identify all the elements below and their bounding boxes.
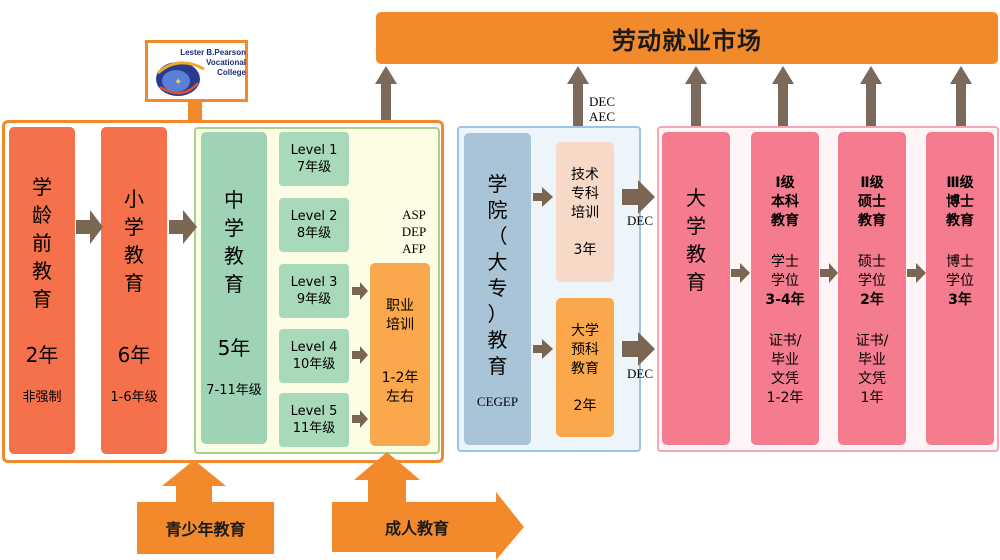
arrow-preschool-primary [76, 210, 103, 244]
doctor-title: Ⅲ级博士教育 [946, 175, 974, 229]
university-title: 大学教育 [686, 186, 706, 294]
arrow-college-technical [533, 187, 553, 207]
level-4-box: Level 4 10年级 [279, 329, 349, 383]
arrow-college-preuni [533, 339, 553, 359]
preschool-title: 学龄前教育 [32, 175, 52, 311]
primary-grades: 1-6年级 [110, 390, 158, 405]
level-2-label: Level 2 [290, 209, 338, 224]
arrow-up-technical [567, 66, 589, 140]
logo-line-1: Lester B.Pearson [180, 48, 246, 57]
youth-label-bg [137, 502, 274, 554]
preschool-years: 2年 [25, 343, 59, 367]
dec-label-technical: DEC [627, 213, 653, 228]
university-box: 大学教育 [662, 132, 730, 445]
level-2-box: Level 2 8年级 [279, 198, 349, 252]
secondary-years: 5年 [217, 336, 251, 360]
adult-right-arrow [332, 492, 524, 560]
arrow-up-bachelor [772, 66, 794, 128]
primary-box: 小学教育 6年 1-6年级 [101, 127, 167, 454]
arrow-bachelor-master [820, 263, 838, 283]
adult-up-arrow [354, 452, 420, 502]
preschool-box: 学龄前教育 2年 非强制 [9, 127, 75, 454]
college-title: 学院（大专）教育 [487, 172, 508, 378]
preschool-note: 非强制 [22, 390, 62, 405]
level-1-label: Level 1 [290, 143, 338, 158]
preuni-title: 大学预科教育 [571, 323, 599, 377]
level-5-grade: 11年级 [292, 421, 336, 436]
master-title: Ⅱ级硕士教育 [858, 175, 886, 229]
logo-connector [188, 100, 202, 120]
youth-up-arrow [162, 460, 226, 502]
dec-label-preuni: DEC [627, 366, 653, 381]
arrow-technical-university [622, 180, 655, 214]
technical-box: 技术专科培训 3年 [556, 142, 614, 282]
technical-title: 技术专科培训 [571, 167, 599, 221]
college-name: CEGEP [476, 394, 519, 409]
college-logo: ✦ Lester B.Pearson Vocational College [145, 40, 248, 102]
technical-years: 3年 [573, 242, 597, 258]
arrow-level4-vocational [352, 346, 368, 364]
adult-education-label: 成人教育 [384, 519, 449, 538]
level-3-grade: 9年级 [296, 292, 332, 307]
level-5-label: Level 5 [290, 404, 338, 419]
level-4-grade: 10年级 [292, 357, 336, 372]
level-3-box: Level 3 9年级 [279, 264, 349, 318]
primary-title: 小学教育 [124, 187, 144, 295]
preuni-years: 2年 [573, 398, 597, 414]
level-3-label: Level 3 [290, 275, 338, 290]
logo-line-2: Vocational College [206, 58, 246, 77]
secondary-box: 中学教育 5年 7-11年级 [201, 132, 267, 444]
arrow-master-doctor [907, 263, 926, 283]
labor-market-banner: 劳动就业市场 [376, 12, 998, 64]
secondary-grades: 7-11年级 [206, 383, 262, 398]
level-2-grade: 8年级 [296, 226, 332, 241]
arrow-primary-secondary [169, 210, 197, 244]
level-5-box: Level 5 11年级 [279, 393, 349, 447]
youth-education-label: 青少年教育 [165, 520, 246, 539]
arrow-up-doctor [950, 66, 972, 128]
arrow-preuni-university [622, 332, 655, 366]
level-1-grade: 7年级 [296, 160, 332, 175]
level-4-label: Level 4 [290, 340, 338, 355]
primary-years: 6年 [117, 343, 151, 367]
bachelor-title: Ⅰ级本科教育 [771, 175, 799, 229]
arrow-up-master [860, 66, 882, 128]
logo-emblem-icon: ✦ [156, 61, 205, 96]
svg-text:✦: ✦ [174, 77, 182, 88]
vocational-duration: 1-2年左右 [381, 370, 419, 405]
arrow-up-university [685, 66, 707, 128]
arrow-university-bachelor [731, 263, 750, 283]
college-box: 学院（大专）教育 CEGEP [464, 133, 531, 445]
vocational-title: 职业培训 [386, 298, 414, 333]
secondary-title: 中学教育 [224, 188, 244, 296]
arrow-level3-vocational [352, 282, 368, 300]
vocational-box: 职业培训 1-2年左右 [370, 263, 430, 446]
level-1-box: Level 1 7年级 [279, 132, 349, 186]
arrow-level5-vocational [352, 410, 368, 428]
preuni-box: 大学预科教育 2年 [556, 298, 614, 437]
